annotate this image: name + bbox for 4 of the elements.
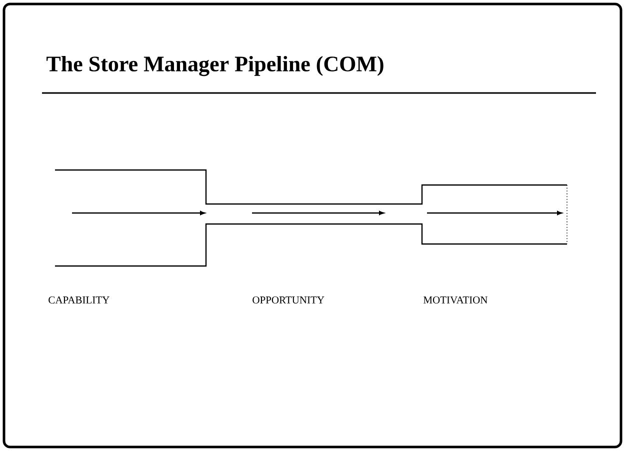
slide-title: The Store Manager Pipeline (COM) [46,56,384,76]
section-label: OPPORTUNITY [252,296,324,304]
section-label: MOTIVATION [424,296,488,304]
section-label: CAPABILITY [48,296,110,304]
